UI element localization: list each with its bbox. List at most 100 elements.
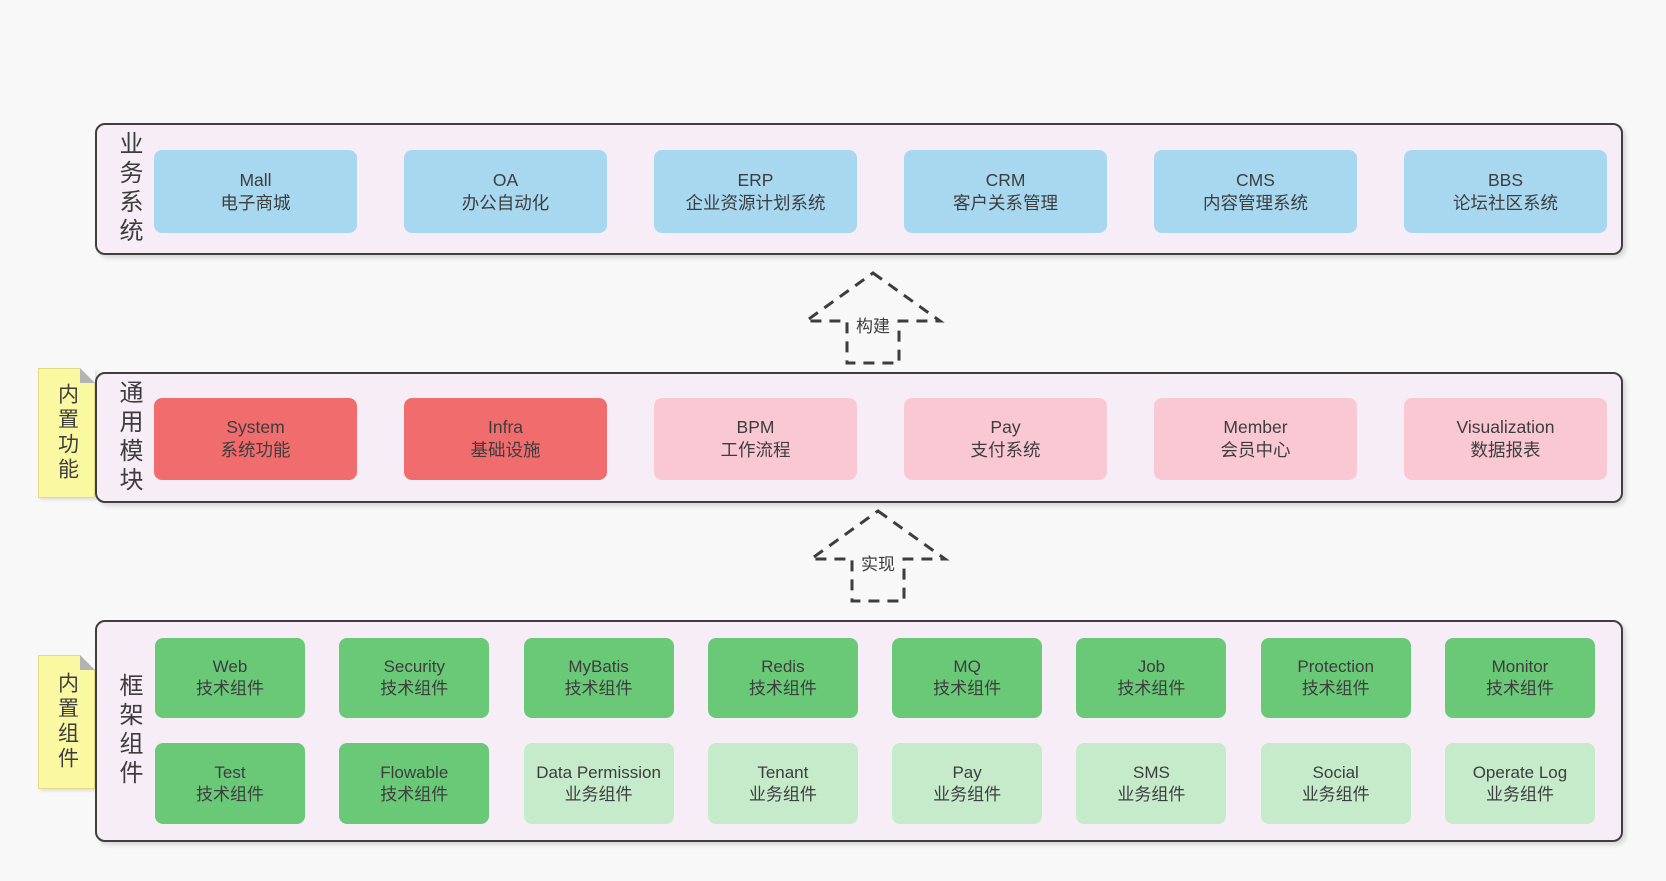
box-title: CMS bbox=[1236, 169, 1275, 190]
box-title: MQ bbox=[953, 657, 981, 677]
box-subtitle: 技术组件 bbox=[380, 679, 449, 698]
tier-label: 业务系统 bbox=[115, 131, 142, 247]
arrow-label: 构建 bbox=[854, 312, 892, 337]
box-mq: MQ 技术组件 bbox=[892, 638, 1043, 718]
box-title: Data Permission bbox=[536, 762, 661, 782]
box-subtitle: 内容管理系统 bbox=[1203, 192, 1308, 213]
box-title: Job bbox=[1137, 657, 1166, 677]
box-title: Flowable bbox=[380, 762, 449, 782]
box-subtitle: 业务组件 bbox=[1485, 784, 1554, 804]
box-title: OA bbox=[492, 169, 519, 190]
box-title: Member bbox=[1223, 417, 1288, 438]
box-subtitle: 论坛社区系统 bbox=[1453, 192, 1558, 213]
box-subtitle: 企业资源计划系统 bbox=[685, 192, 826, 213]
tier-label: 框架组件 bbox=[115, 673, 142, 789]
box-subtitle: 业务组件 bbox=[1117, 784, 1186, 804]
box-subtitle: 业务组件 bbox=[1301, 784, 1370, 804]
box-subtitle: 业务组件 bbox=[748, 784, 817, 804]
box-title: Security bbox=[383, 657, 445, 677]
box-title: Protection bbox=[1297, 657, 1374, 677]
sticky-note-builtin-features: 内置功能 bbox=[38, 368, 95, 498]
box-subtitle: 技术组件 bbox=[196, 784, 264, 804]
box-title: System bbox=[226, 417, 285, 438]
folded-corner-icon bbox=[80, 655, 95, 670]
box-monitor: Monitor 技术组件 bbox=[1444, 638, 1595, 718]
box-title: Test bbox=[214, 762, 246, 782]
box-title: Infra bbox=[487, 417, 524, 438]
box-subtitle: 工作流程 bbox=[720, 440, 791, 460]
box-subtitle: 电子商城 bbox=[220, 192, 291, 213]
box-redis: Redis 技术组件 bbox=[707, 638, 858, 718]
box-subtitle: 技术组件 bbox=[1485, 679, 1554, 698]
box-subtitle: 系统功能 bbox=[220, 440, 291, 460]
box-subtitle: 支付系统 bbox=[970, 440, 1041, 460]
box-title: Monitor bbox=[1491, 657, 1549, 677]
box-title: Visualization bbox=[1456, 417, 1555, 438]
sticky-note-label: 内置组件 bbox=[55, 672, 79, 772]
box-title: Web bbox=[212, 657, 248, 677]
box-title: BPM bbox=[736, 417, 775, 438]
box-title: BBS bbox=[1487, 169, 1524, 190]
box-subtitle: 技术组件 bbox=[933, 679, 1002, 698]
box-subtitle: 技术组件 bbox=[380, 784, 449, 804]
box-subtitle: 数据报表 bbox=[1470, 440, 1541, 460]
folded-corner-icon bbox=[80, 368, 95, 383]
box-subtitle: 会员中心 bbox=[1220, 440, 1291, 460]
box-title: Pay bbox=[990, 417, 1021, 438]
box-title: Redis bbox=[761, 657, 805, 677]
box-title: Operate Log bbox=[1472, 762, 1568, 782]
box-subtitle: 技术组件 bbox=[748, 679, 817, 698]
box-title: CRM bbox=[985, 169, 1026, 190]
box-subtitle: 技术组件 bbox=[1117, 679, 1186, 698]
box-web: Web 技术组件 bbox=[155, 638, 305, 718]
box-subtitle: 业务组件 bbox=[564, 784, 633, 804]
sticky-note-builtin-components: 内置组件 bbox=[38, 655, 95, 789]
arrow-build-up: 构建 bbox=[801, 270, 945, 366]
box-job: Job 技术组件 bbox=[1076, 638, 1227, 718]
box-security: Security 技术组件 bbox=[339, 638, 490, 718]
box-protection: Protection 技术组件 bbox=[1260, 638, 1411, 718]
arrow-implement-up: 实现 bbox=[806, 508, 950, 604]
box-title: Tenant bbox=[757, 762, 809, 782]
box-title: MyBatis bbox=[568, 657, 629, 677]
arrow-label: 实现 bbox=[859, 550, 897, 575]
box-subtitle: 基础设施 bbox=[470, 440, 541, 460]
box-subtitle: 业务组件 bbox=[933, 784, 1002, 804]
box-title: ERP bbox=[737, 169, 774, 190]
box-title: SMS bbox=[1132, 762, 1170, 782]
box-title: Social bbox=[1312, 762, 1359, 782]
box-subtitle: 技术组件 bbox=[1301, 679, 1370, 698]
tier-label: 通用模块 bbox=[115, 379, 142, 496]
box-subtitle: 办公自动化 bbox=[461, 192, 550, 213]
box-subtitle: 技术组件 bbox=[196, 679, 264, 698]
box-title: Pay bbox=[952, 762, 982, 782]
sticky-note-label: 内置功能 bbox=[55, 383, 79, 483]
